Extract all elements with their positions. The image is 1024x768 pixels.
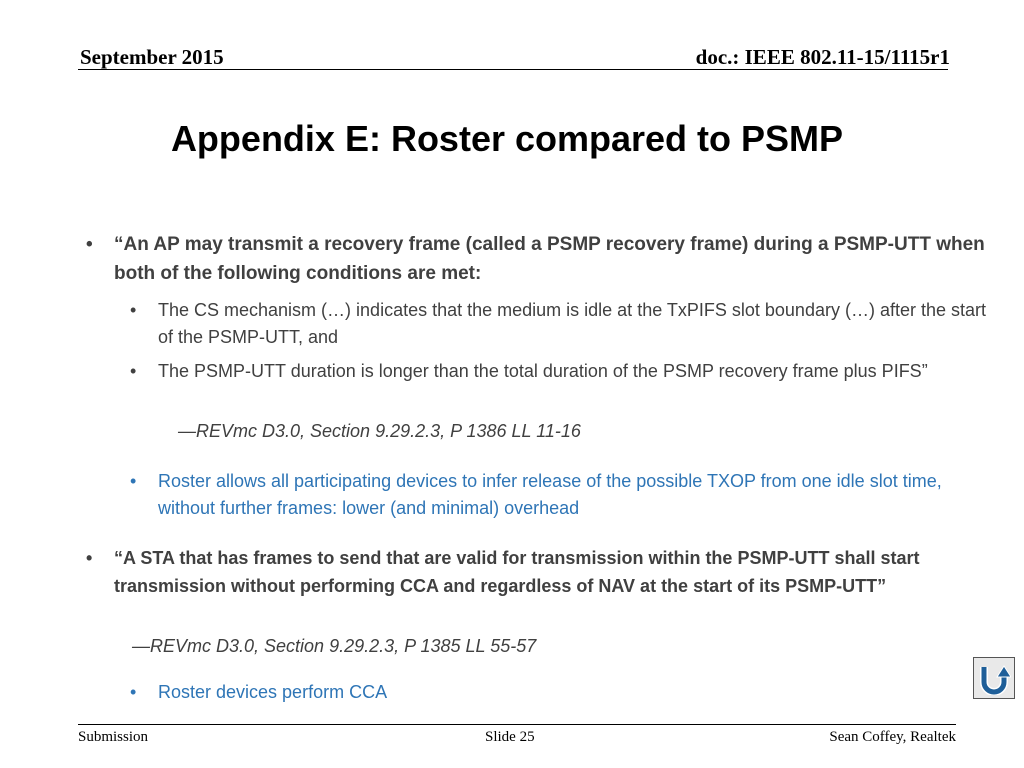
footer-slide-number: Slide 25 <box>485 729 535 745</box>
sub-bullet-cs-mechanism: • The CS mechanism (…) indicates that th… <box>130 297 1000 351</box>
citation-revmc-1386: —REVmc D3.0, Section 9.29.2.3, P 1386 LL… <box>178 421 581 441</box>
slide-title: Appendix E: Roster compared to PSMP <box>170 118 844 159</box>
return-button[interactable] <box>973 657 1015 699</box>
header-divider <box>78 69 948 70</box>
header-date: September 2015 <box>80 45 224 69</box>
note-roster-infer-release: • Roster allows all participating device… <box>130 468 1000 522</box>
footer-divider <box>78 724 956 725</box>
note-roster-cca-text: Roster devices perform CCA <box>158 682 388 702</box>
footer-author: Sean Coffey, Realtek <box>829 729 956 745</box>
bullet-marker: • <box>130 361 137 381</box>
bullet-marker: • <box>86 234 93 255</box>
sub-bullet-duration: • The PSMP-UTT duration is longer than t… <box>130 358 1000 385</box>
bullet-marker: • <box>130 682 137 702</box>
sub-bullet-cs-mechanism-text: The CS mechanism (…) indicates that the … <box>158 300 986 347</box>
bullet-marker: • <box>86 548 93 568</box>
bullet-marker: • <box>130 300 137 320</box>
bullet-quote-sta-frames: • “A STA that has frames to send that ar… <box>86 544 986 600</box>
citation-revmc-1385: —REVmc D3.0, Section 9.29.2.3, P 1385 LL… <box>132 636 537 656</box>
sub-bullet-duration-text: The PSMP-UTT duration is longer than the… <box>158 361 928 381</box>
note-roster-cca: • Roster devices perform CCA <box>130 679 1000 706</box>
return-arrow-icon <box>980 665 1011 695</box>
footer-submission: Submission <box>78 729 149 745</box>
header-doc-id: doc.: IEEE 802.11-15/1115r1 <box>695 45 950 69</box>
bullet-marker: • <box>130 471 137 491</box>
quote-ap-recovery-text: “An AP may transmit a recovery frame (ca… <box>114 234 985 284</box>
note-roster-infer-release-text: Roster allows all participating devices … <box>158 471 942 518</box>
bullet-quote-ap-recovery: • “An AP may transmit a recovery frame (… <box>86 230 986 288</box>
quote-sta-frames-text: “A STA that has frames to send that are … <box>114 548 920 596</box>
